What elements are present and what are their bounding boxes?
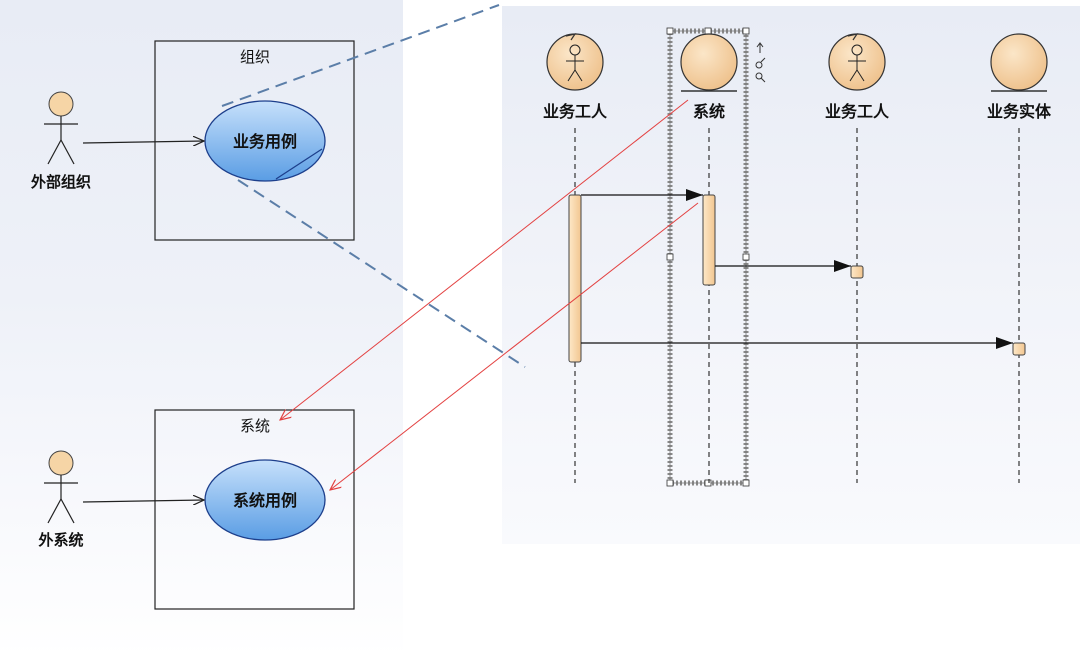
lifeline-system[interactable]: 系统 <box>680 33 738 483</box>
lifeline-business-worker-2[interactable]: 业务工人 <box>825 33 890 483</box>
org-boundary: 组织 <box>154 40 355 241</box>
lifeline-label: 系统 <box>693 102 725 121</box>
search-icon[interactable] <box>755 72 766 83</box>
business-use-case[interactable]: 业务用例 <box>204 100 326 182</box>
lifeline-label: 业务工人 <box>825 102 890 121</box>
trace-arrow-to-system-boundary <box>280 99 689 420</box>
system-use-case[interactable]: 系统用例 <box>204 459 326 541</box>
system-use-case-label: 系统用例 <box>233 491 297 510</box>
org-boundary-label: 组织 <box>240 48 270 66</box>
system-boundary: 系统 <box>154 409 355 610</box>
activation-bar[interactable] <box>702 194 716 286</box>
zoom-line-bottom <box>237 179 526 368</box>
system-boundary-label: 系统 <box>240 417 270 435</box>
org-association <box>82 141 204 143</box>
org-actor-label: 外部组织 <box>30 173 91 191</box>
sequence-panel <box>502 6 1080 544</box>
trace-arrow-to-system-use-case <box>330 202 699 490</box>
lifeline-label: 业务工人 <box>543 102 608 121</box>
activation-bar[interactable] <box>568 194 582 363</box>
zoom-line-top <box>221 4 500 107</box>
selection-toolbar[interactable] <box>755 42 766 83</box>
top-strip <box>403 0 1080 6</box>
link-icon[interactable] <box>755 57 766 69</box>
business-use-case-slash <box>275 148 323 180</box>
lifeline-business-entity[interactable]: 业务实体 <box>987 33 1052 483</box>
selection-handles[interactable] <box>666 27 750 487</box>
lifeline-business-worker-1[interactable]: 业务工人 <box>543 33 608 483</box>
move-arrow-icon[interactable] <box>756 42 764 53</box>
system-actor-label: 外系统 <box>37 531 83 549</box>
activation-bar[interactable] <box>1012 342 1026 356</box>
business-use-case-label: 业务用例 <box>233 132 297 151</box>
system-association <box>82 500 204 502</box>
org-actor[interactable]: 外部组织 <box>30 91 91 191</box>
system-actor[interactable]: 外系统 <box>37 450 84 549</box>
lifeline-label: 业务实体 <box>987 102 1052 121</box>
activation-bar[interactable] <box>850 265 864 279</box>
